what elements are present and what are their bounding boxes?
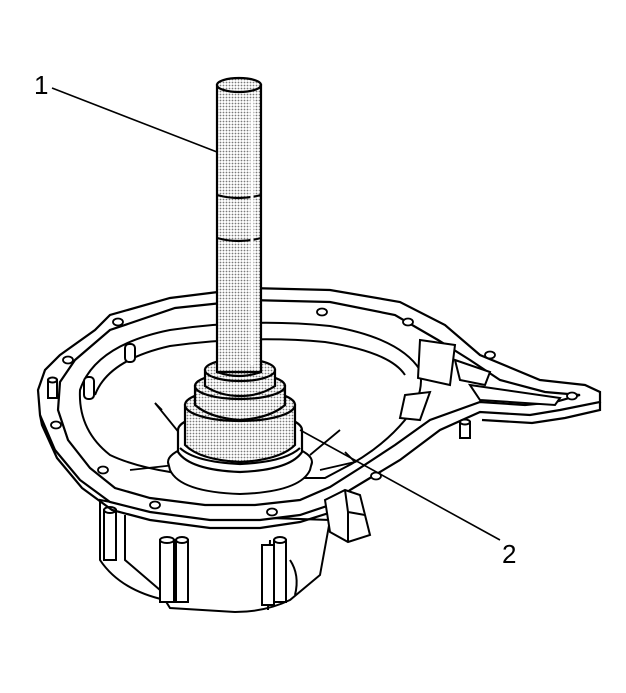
case-bolts bbox=[103, 506, 287, 606]
bracket bbox=[323, 488, 372, 544]
leader-lines bbox=[51, 87, 501, 541]
installer-tool bbox=[183, 76, 297, 464]
leader-line-1 bbox=[51, 87, 218, 153]
callout-label-2: 2 bbox=[502, 539, 517, 569]
dowel-pins bbox=[47, 343, 471, 439]
leader-line-2 bbox=[299, 429, 501, 541]
callout-label-1: 1 bbox=[34, 70, 49, 100]
arm-pockets bbox=[398, 338, 562, 422]
